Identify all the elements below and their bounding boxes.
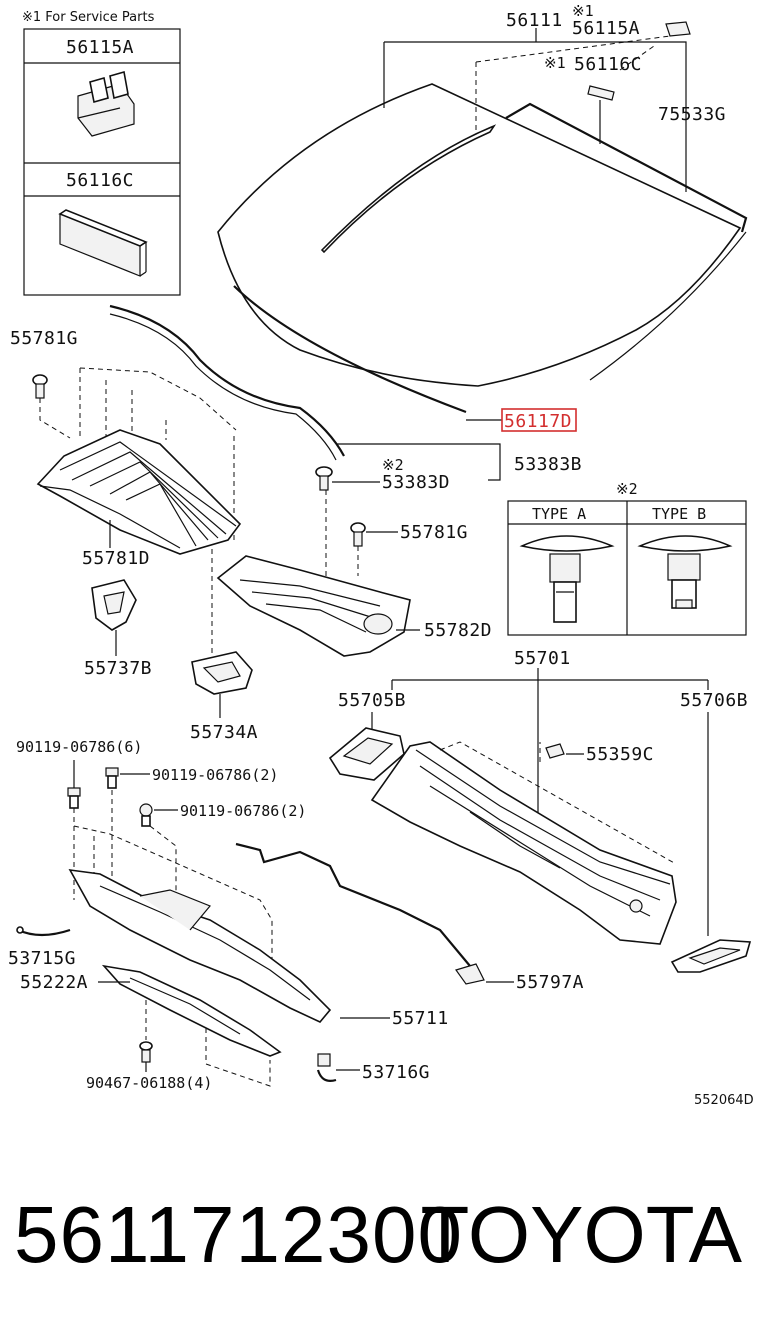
clip-55781g-mid [350, 522, 366, 547]
label-53383d: 53383D [382, 472, 450, 493]
cowl-louver-55782d [216, 555, 411, 657]
clip-56115a-drawing [77, 70, 135, 137]
brand-name: TOYOTA [420, 1190, 742, 1279]
mark-1-top: ※1 [572, 2, 594, 20]
service-parts-inset: 56115A 56116C [23, 28, 181, 296]
cowl-panel-55701 [370, 741, 677, 945]
mark-2-53383d: ※2 [382, 456, 404, 474]
plug-55359c [545, 743, 565, 759]
label-55781d: 55781D [82, 548, 150, 569]
label-55705b: 55705B [338, 690, 406, 711]
inset-label-56115a: 56115A [66, 37, 134, 58]
label-56111: 56111 [506, 10, 563, 31]
label-55359c: 55359C [586, 744, 654, 765]
label-53383b: 53383B [514, 454, 582, 475]
label-55711: 55711 [392, 1008, 449, 1029]
type-a-clip-drawing [519, 535, 615, 623]
label-55222a: 55222A [20, 972, 88, 993]
label-55734a: 55734A [190, 722, 258, 743]
pad-56116c-drawing [58, 209, 148, 277]
clip-53383d [315, 466, 333, 491]
bolt-90119-06786-a [67, 787, 81, 809]
reinforcement-55222a [101, 964, 282, 1057]
clip-90467-06188 [139, 1041, 153, 1063]
clamp-53716g [316, 1053, 337, 1082]
hose-55797a [235, 842, 485, 985]
bolt-90119-06786-c [139, 803, 153, 827]
highlight-box-56117d [501, 408, 577, 432]
service-parts-note: ※1 For Service Parts [22, 10, 155, 25]
diagram-reference-code: 552064D [694, 1093, 754, 1108]
label-55701: 55701 [514, 648, 571, 669]
label-55706b: 55706B [680, 690, 748, 711]
label-53715g: 53715G [8, 948, 76, 969]
pad-56116c [587, 85, 615, 101]
label-53716g: 53716G [362, 1062, 430, 1083]
label-90119-06786-6: 90119-06786(6) [16, 738, 142, 756]
product-footer: 5611712300 TOYOTA [0, 1185, 760, 1305]
parts-diagram: ※1 For Service Parts 56115A 56116C [8, 2, 754, 1108]
label-90119-06786-2a: 90119-06786(2) [152, 766, 278, 784]
cowl-louver-55781d [36, 429, 242, 555]
wire-53715g [16, 926, 71, 937]
molding-75533g [505, 102, 748, 233]
type-a-header: TYPE A [532, 505, 586, 523]
label-55781g-top: 55781G [10, 328, 78, 349]
label-56115a: 56115A [572, 18, 640, 39]
type-b-clip-drawing [637, 535, 733, 609]
inset-label-56116c: 56116C [66, 170, 134, 191]
bracket-55734a [191, 651, 253, 695]
label-55782d: 55782D [424, 620, 492, 641]
label-55797a: 55797A [516, 972, 584, 993]
mark-1-mid: ※1 [544, 54, 566, 72]
cowl-seal-53383b [109, 304, 345, 461]
label-55781g-mid: 55781G [400, 522, 468, 543]
part-number: 5611712300 [14, 1190, 463, 1279]
label-56117d: 56117D [504, 411, 572, 432]
cowl-lower-55711 [68, 868, 332, 1023]
windshield-glass [217, 83, 747, 414]
bracket-55706b [670, 939, 752, 973]
mark-2-inset: ※2 [616, 480, 638, 498]
bolt-90119-06786-b [105, 767, 119, 789]
clip-type-inset: TYPE A TYPE B [507, 500, 747, 636]
label-55737b: 55737B [84, 658, 152, 679]
bracket-55737b [91, 579, 137, 631]
label-56116c: 56116C [574, 54, 642, 75]
label-75533g: 75533G [658, 104, 726, 125]
label-90467-06188-4: 90467-06188(4) [86, 1074, 212, 1092]
label-90119-06786-2b: 90119-06786(2) [180, 802, 306, 820]
type-b-header: TYPE B [652, 505, 706, 523]
clip-56115a [665, 21, 691, 37]
clip-55781g-top [32, 374, 48, 399]
